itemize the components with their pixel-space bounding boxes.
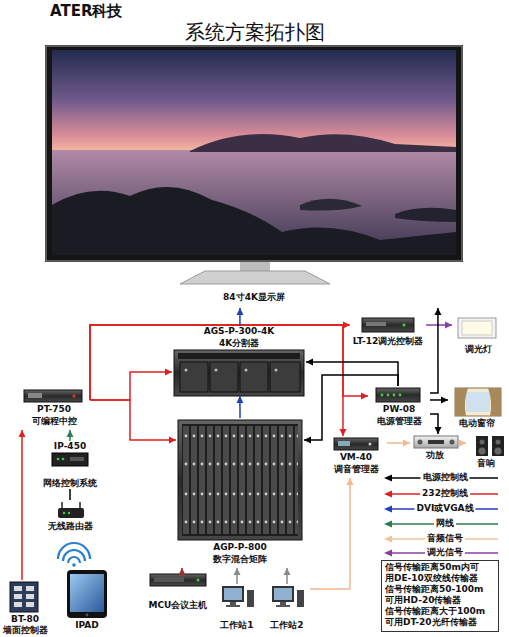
arrow-head <box>234 568 241 575</box>
device-node: 工作站1 <box>214 584 260 634</box>
connector-line <box>430 308 438 393</box>
connector-line <box>90 325 343 436</box>
arrow-head <box>179 568 186 575</box>
connector <box>234 568 241 584</box>
connector <box>387 439 410 446</box>
connector <box>426 321 452 328</box>
connector <box>19 430 26 580</box>
device-label: AGP-P-800 <box>136 542 344 553</box>
arrow-head <box>339 429 346 436</box>
device-node: AGS-P-300-4K4K分割器 <box>172 326 306 396</box>
device-node: IPAD <box>64 568 110 634</box>
device-node: 音响 <box>466 434 506 470</box>
arrow-head <box>403 439 410 446</box>
device-label: PW-08 <box>328 404 470 415</box>
device-label: 工作站2 <box>224 620 350 631</box>
arrow-head <box>346 478 353 485</box>
connector <box>430 414 442 434</box>
connector <box>70 489 71 500</box>
device-node: IP-450网络控制系统 <box>36 441 104 489</box>
device-node: 工作站2 <box>264 584 310 634</box>
device-label: 调音管理器 <box>285 464 427 475</box>
device-node: MCU会议主机 <box>140 572 216 612</box>
arrow-head <box>19 430 26 437</box>
device-label: MCU会议主机 <box>100 600 256 611</box>
device-node: PT-750可编程中控 <box>18 388 90 430</box>
device-node: 无线路由器 <box>36 500 104 534</box>
device-label: 数字混合矩阵 <box>136 554 344 565</box>
arrow-head <box>236 308 243 315</box>
device-node: 电动窗帘 <box>448 386 506 432</box>
connector <box>310 478 353 589</box>
device-label: 音响 <box>426 458 509 469</box>
arrow-head <box>66 430 73 437</box>
note-text: 信号传输距离50-100m 可用HD-20传输器 <box>385 584 495 606</box>
connector <box>236 308 243 326</box>
connector-line <box>306 362 398 386</box>
arrow-head <box>445 321 452 328</box>
connector <box>236 396 243 418</box>
connector <box>459 439 466 446</box>
note-text: 信号传输距离大于100m 可用DT-20光纤传输器 <box>385 606 495 628</box>
connector <box>90 322 350 401</box>
arrow-head <box>169 437 176 444</box>
arrow-head <box>441 396 448 403</box>
device-label: 电动窗帘 <box>408 418 509 429</box>
brand-label: ATER科技 <box>50 2 122 20</box>
device-node: 调光灯 <box>452 316 504 358</box>
arrow-head <box>236 396 243 403</box>
connector <box>66 430 73 441</box>
arrow-head <box>459 439 466 446</box>
legend-text: 232控制线 <box>420 488 470 499</box>
device-node: LT-12调光控制器 <box>350 316 426 350</box>
connector-line <box>90 325 350 400</box>
device-label: 电源管理器 <box>328 416 470 427</box>
device-node: VM-40调音管理器 <box>325 436 387 478</box>
device-node: PW-08电源管理器 <box>368 386 430 432</box>
connector <box>430 308 441 393</box>
device-label: 4K分割器 <box>132 338 346 349</box>
arrow-head <box>283 568 290 575</box>
arrow-head <box>361 392 368 399</box>
connector <box>306 358 398 386</box>
device-node: AGP-P-800数字混合矩阵 <box>176 418 304 568</box>
device-label: 调光灯 <box>412 344 509 355</box>
connector-line <box>69 489 71 500</box>
connector <box>90 400 176 444</box>
legend-text: 网线 <box>434 518 456 529</box>
display-node: 84寸4K显示屏 <box>45 45 463 308</box>
legend-text: 音频信号 <box>425 533 465 544</box>
arrow-head <box>304 437 311 444</box>
connector-line <box>90 372 172 400</box>
legend-text: 电源控制线 <box>421 472 470 483</box>
connector <box>283 568 290 584</box>
note-box: 信号传输距离50m内可 用DE-10双绞线传输器信号传输距离50-100m 可用… <box>381 560 499 632</box>
device-label: AGS-P-300-4K <box>132 326 346 337</box>
arrow-head <box>343 322 350 329</box>
connector <box>90 368 172 400</box>
device-label: IPAD <box>24 620 150 631</box>
arrow-head <box>434 308 441 315</box>
diagram-title: 系统方案拓扑图 <box>0 20 509 44</box>
note-text: 信号传输距离50m内可 用DE-10双绞线传输器 <box>385 562 495 584</box>
connector <box>430 396 448 403</box>
legend-text: DVI或VGA线 <box>414 503 475 514</box>
device-label: 84寸4K显示屏 <box>5 292 503 303</box>
arrow-head <box>306 358 313 365</box>
connector-line <box>21 430 23 580</box>
legend-text: 调光信号 <box>425 547 465 558</box>
device-label: 可编程中控 <box>0 416 130 427</box>
device-label: VM-40 <box>285 452 427 463</box>
device-label: PT-750 <box>0 404 130 415</box>
device-label: LT-12调光控制器 <box>310 336 466 347</box>
connector <box>179 568 186 575</box>
device-node: 功放 <box>410 434 460 466</box>
connector-line <box>310 478 350 589</box>
device-node: BT-80墙面控制器 <box>0 580 50 636</box>
arrow-head <box>435 427 442 434</box>
connector <box>90 325 346 436</box>
arrow-head <box>165 368 172 375</box>
connector-line <box>90 400 176 440</box>
